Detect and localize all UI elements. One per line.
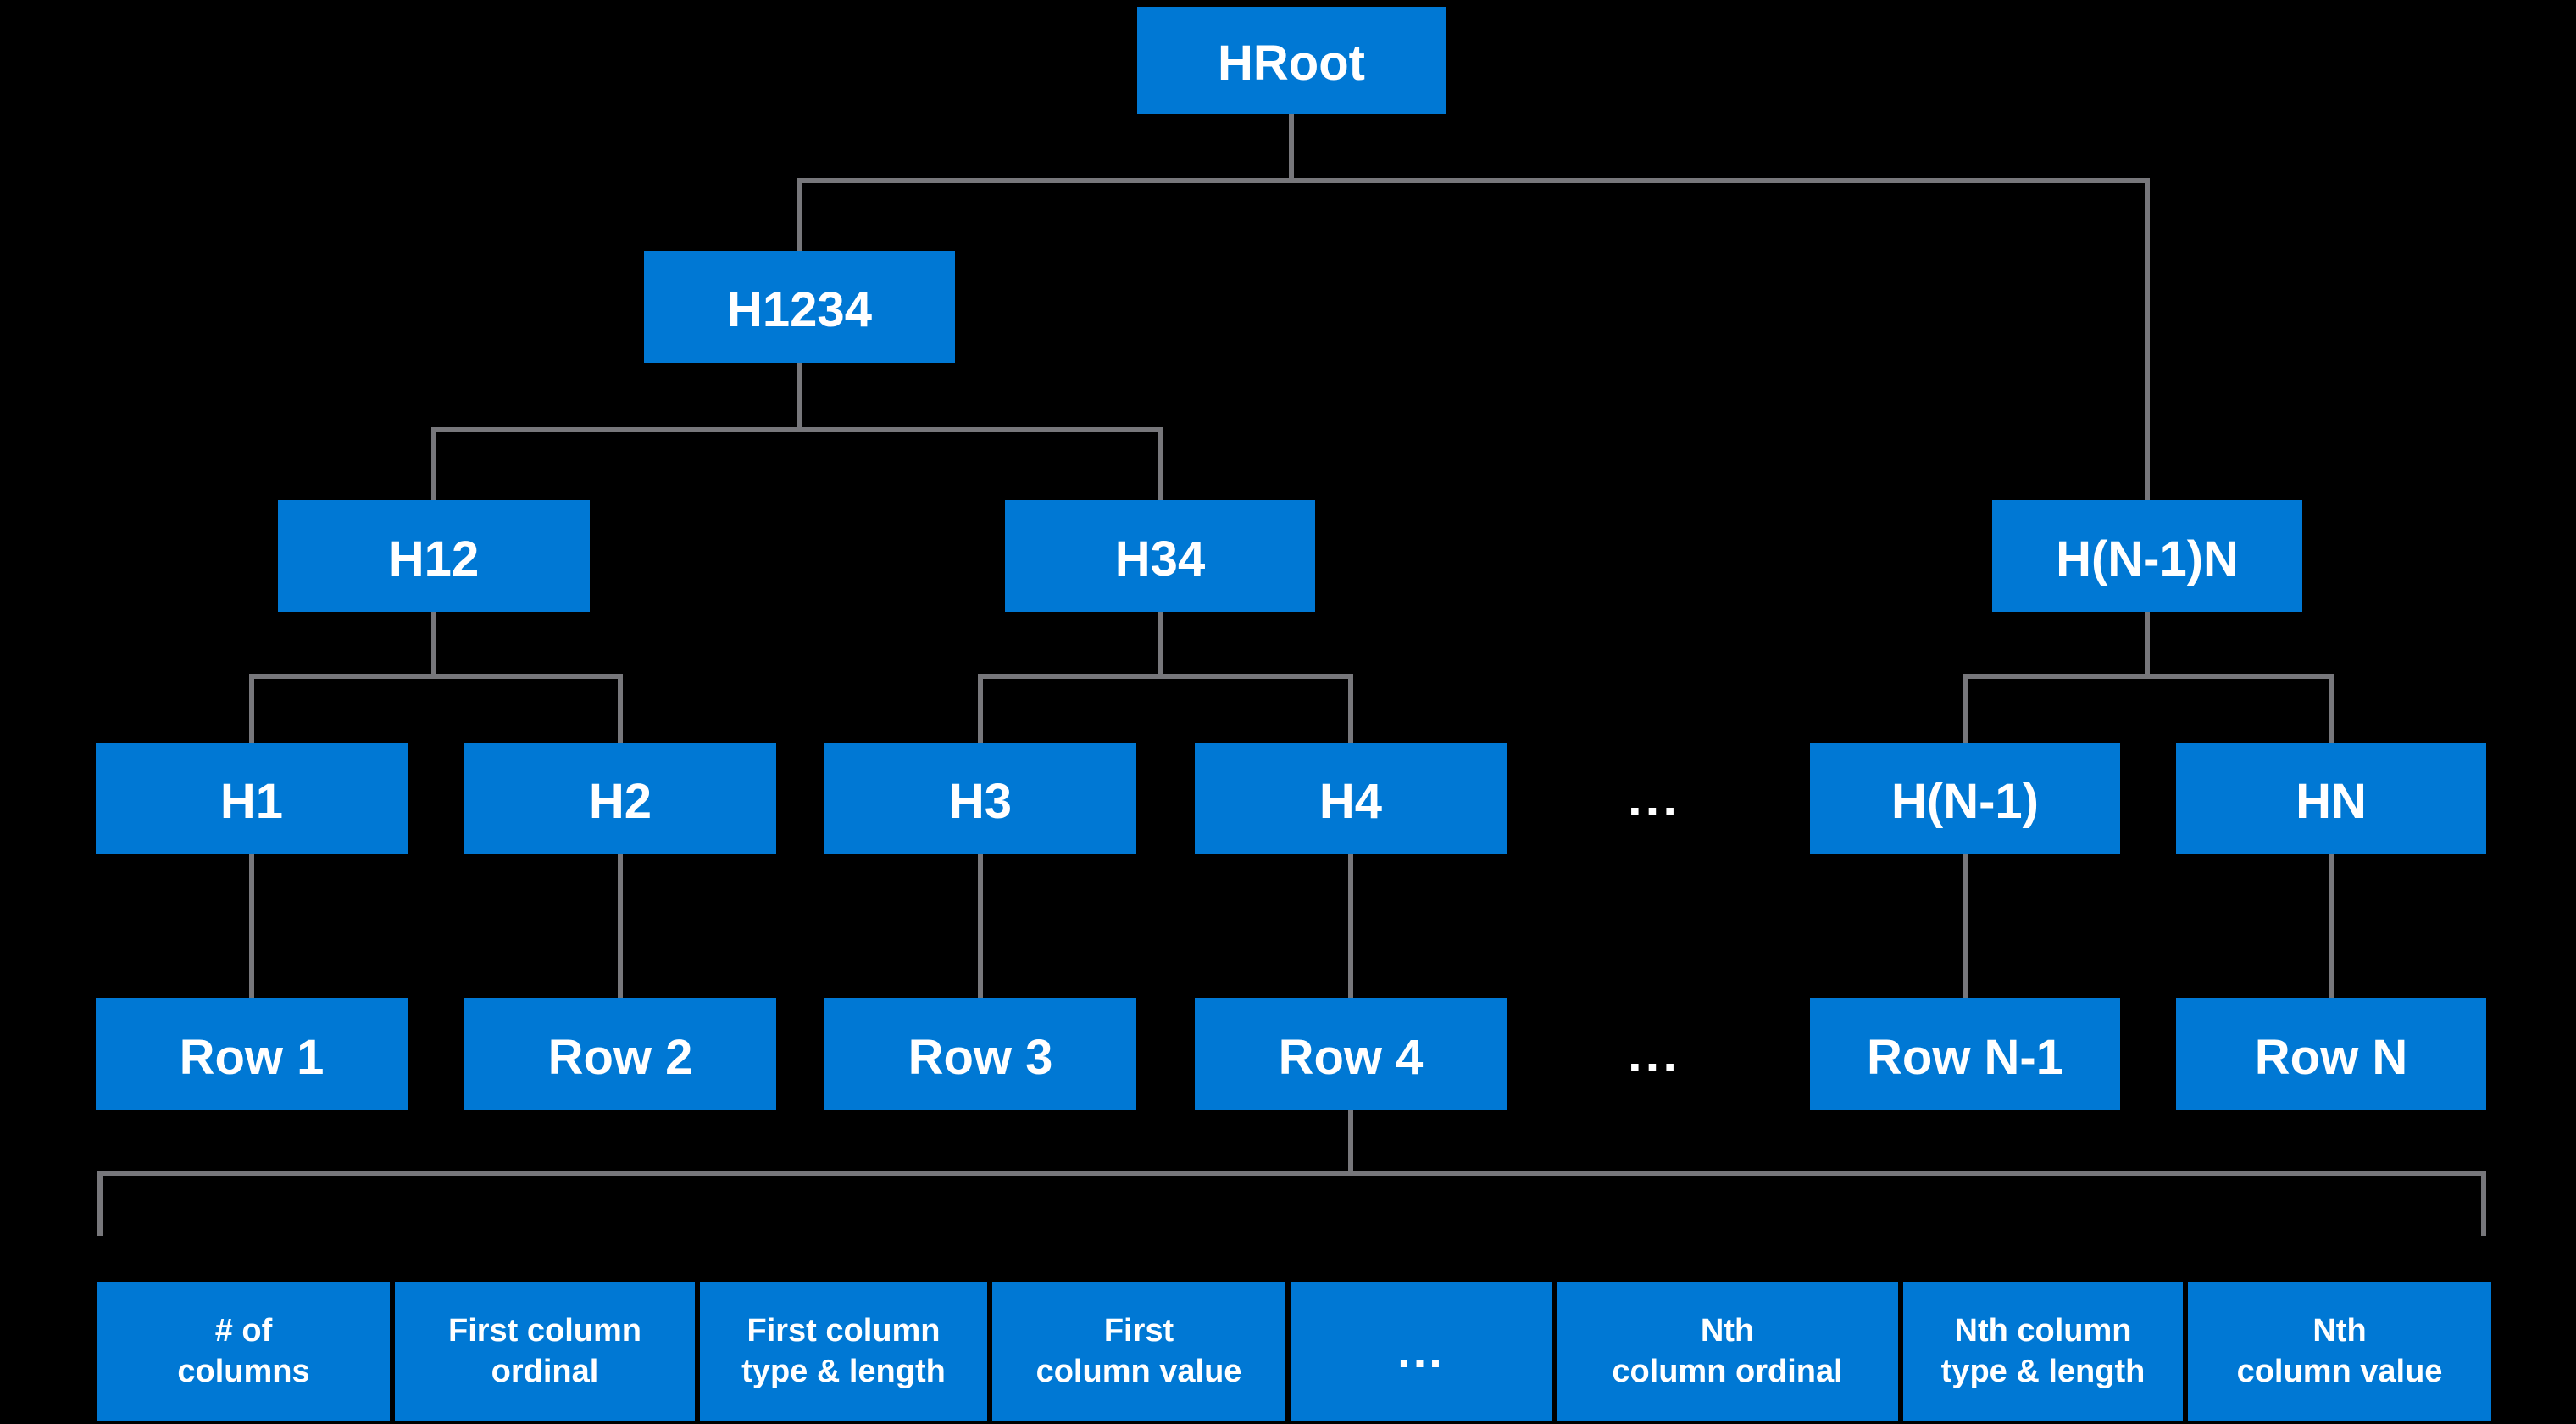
node-row-3: Row 3	[824, 998, 1136, 1110]
node-h12-label: H12	[388, 531, 480, 587]
node-row-n-minus-1-label: Row N-1	[1867, 1029, 2063, 1085]
node-h1234: H1234	[644, 251, 955, 363]
node-hroot: HRoot	[1137, 7, 1446, 114]
record-cell-first-column-value-line1: First	[1103, 1313, 1174, 1349]
record-cell-first-column-value: First column value	[992, 1282, 1285, 1421]
record-cell-first-column-type-length: First column type & length	[700, 1282, 987, 1421]
node-row-n-label: Row N	[2254, 1029, 2408, 1085]
row-record-strip: # of columns First column ordinal First …	[97, 1282, 2491, 1421]
node-h2-label: H2	[588, 773, 652, 829]
node-h1-label: H1	[219, 773, 284, 829]
node-h34-label: H34	[1114, 531, 1206, 587]
record-cell-num-columns-line1: # of	[214, 1313, 273, 1349]
node-row-n-minus-1: Row N-1	[1810, 998, 2120, 1110]
node-h12: H12	[278, 500, 590, 612]
node-row-3-label: Row 3	[908, 1029, 1053, 1085]
record-cell-ellipsis-label: ...	[1397, 1324, 1445, 1377]
node-h34: H34	[1005, 500, 1315, 612]
node-h1: H1	[96, 743, 408, 854]
node-hroot-label: HRoot	[1218, 35, 1365, 91]
record-cell-num-columns-line2: columns	[177, 1354, 310, 1389]
record-cell-first-column-type-length-line2: type & length	[741, 1354, 946, 1389]
record-cell-ellipsis: ...	[1291, 1282, 1552, 1421]
node-row-1-label: Row 1	[179, 1029, 325, 1085]
record-cell-nth-column-type-length: Nth column type & length	[1903, 1282, 2183, 1421]
record-cell-nth-column-value: Nth column value	[2188, 1282, 2491, 1421]
node-row-4-label: Row 4	[1278, 1029, 1424, 1085]
node-row-2: Row 2	[464, 998, 776, 1110]
node-hn-label: HN	[2296, 773, 2367, 829]
record-cell-nth-column-ordinal: Nth column ordinal	[1557, 1282, 1898, 1421]
node-h4-label: H4	[1319, 773, 1383, 829]
record-cell-first-column-value-line2: column value	[1035, 1354, 1242, 1389]
record-cell-num-columns: # of columns	[97, 1282, 390, 1421]
record-cell-nth-column-type-length-line2: type & length	[1940, 1354, 2146, 1389]
node-h3-label: H3	[948, 773, 1013, 829]
node-row-4: Row 4	[1195, 998, 1507, 1110]
hash-level-ellipsis: ...	[1578, 743, 1730, 854]
record-cell-first-column-ordinal-line1: First column	[447, 1313, 642, 1349]
record-cell-first-column-ordinal: First column ordinal	[395, 1282, 695, 1421]
node-row-2-label: Row 2	[547, 1029, 693, 1085]
record-cell-nth-column-value-line1: Nth	[2312, 1313, 2367, 1349]
node-h-n-minus-1: H(N-1)	[1810, 743, 2120, 854]
record-cell-first-column-ordinal-line2: ordinal	[491, 1354, 599, 1389]
hash-level-ellipsis-label: ...	[1627, 770, 1680, 826]
record-cell-nth-column-ordinal-line1: Nth	[1700, 1313, 1755, 1349]
record-cell-nth-column-type-length-line1: Nth column	[1954, 1313, 2132, 1349]
node-row-n: Row N	[2176, 998, 2486, 1110]
row-level-ellipsis: ...	[1578, 998, 1730, 1110]
node-h1234-label: H1234	[727, 281, 872, 337]
record-cell-nth-column-ordinal-line2: column ordinal	[1612, 1354, 1843, 1389]
node-h-n-minus-1-n: H(N-1)N	[1992, 500, 2302, 612]
node-h-n-minus-1-n-label: H(N-1)N	[2056, 531, 2239, 587]
node-h3: H3	[824, 743, 1136, 854]
record-cell-first-column-type-length-line1: First column	[747, 1313, 941, 1349]
node-h4: H4	[1195, 743, 1507, 854]
row-level-ellipsis-label: ...	[1627, 1026, 1680, 1082]
node-h-n-minus-1-label: H(N-1)	[1891, 773, 2039, 829]
node-row-1: Row 1	[96, 998, 408, 1110]
node-h2: H2	[464, 743, 776, 854]
node-hn: HN	[2176, 743, 2486, 854]
record-cell-nth-column-value-line2: column value	[2236, 1354, 2443, 1389]
